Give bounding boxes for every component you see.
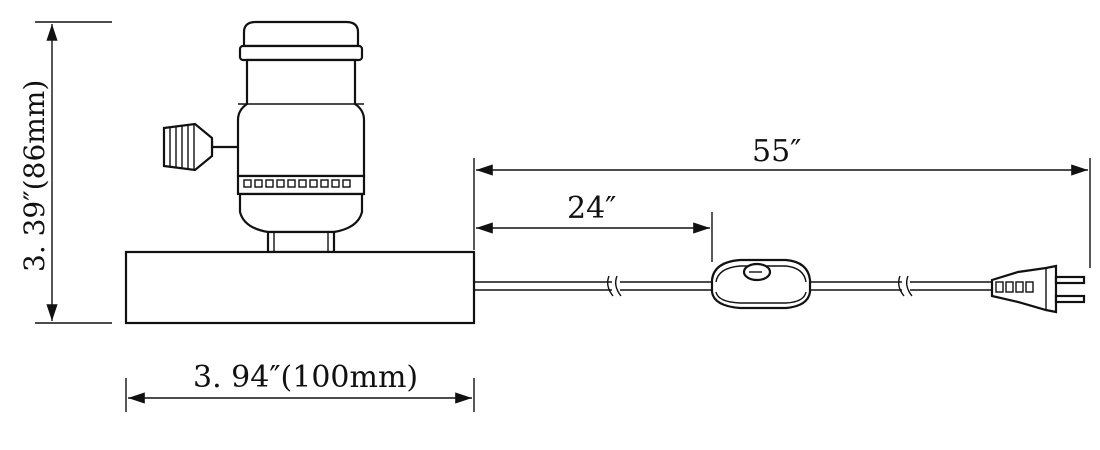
- base-block: [124, 250, 476, 325]
- width-label: 3. 94″(100mm): [193, 360, 418, 395]
- cord-switch-label: 24″: [567, 191, 616, 226]
- knurl-band: [243, 179, 351, 188]
- lamp-socket: [162, 20, 366, 254]
- plug-prong-bottom: [1054, 294, 1086, 304]
- cord-total-label: 55″: [752, 134, 801, 169]
- cord-switch-dimension: 24″: [476, 191, 713, 262]
- power-cord: [474, 275, 992, 297]
- plug-prong-top: [1054, 275, 1086, 285]
- inline-switch: [710, 258, 812, 310]
- height-label: 3. 39″(86mm): [18, 80, 51, 272]
- cord-total-dimension: 55″: [473, 134, 1091, 268]
- width-dimension: 3. 94″(100mm): [125, 360, 475, 412]
- plug: [990, 264, 1086, 314]
- height-dimension: 3. 39″(86mm): [18, 21, 112, 324]
- turn-knob: [162, 122, 238, 172]
